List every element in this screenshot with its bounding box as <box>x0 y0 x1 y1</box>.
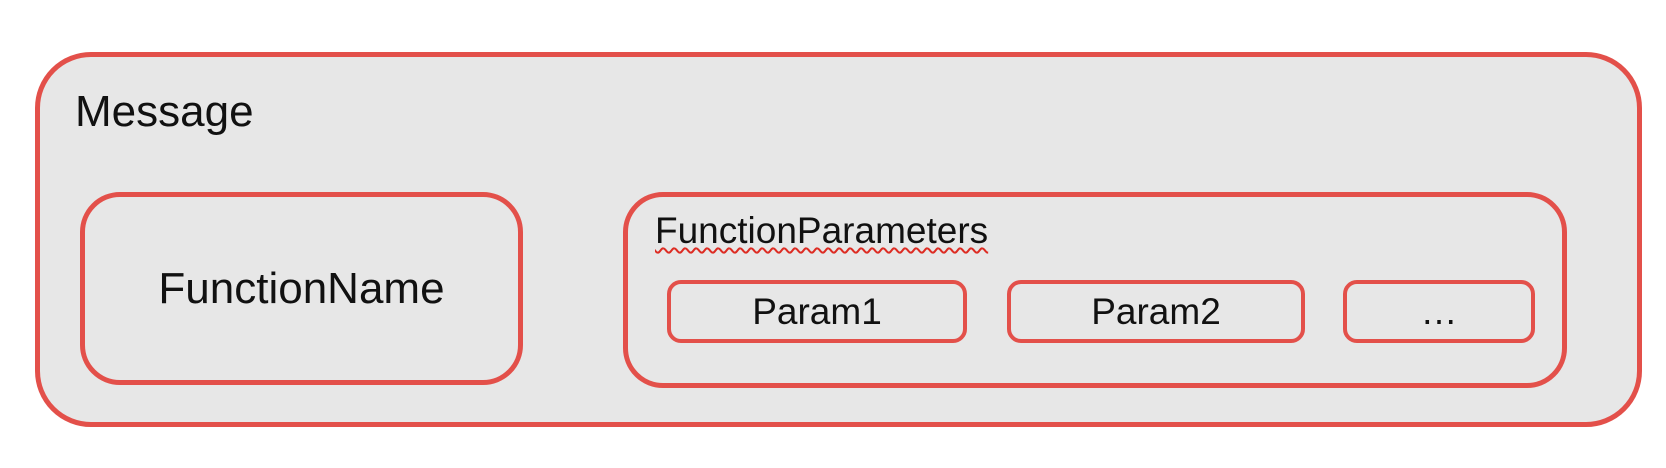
function-name-box: FunctionName <box>80 192 523 385</box>
function-parameters-label: FunctionParameters <box>655 210 989 251</box>
param2-box: Param2 <box>1007 280 1305 343</box>
param-ellipsis-label: … <box>1420 291 1458 332</box>
function-name-label: FunctionName <box>158 263 445 313</box>
param1-box: Param1 <box>667 280 967 343</box>
param2-label: Param2 <box>1091 291 1221 332</box>
param1-label: Param1 <box>752 291 882 332</box>
function-parameters-box: FunctionParameters Param1 Param2 … <box>623 192 1567 388</box>
message-label: Message <box>75 87 254 136</box>
message-box: Message FunctionName FunctionParameters … <box>35 52 1642 427</box>
param-ellipsis-box: … <box>1343 280 1535 343</box>
